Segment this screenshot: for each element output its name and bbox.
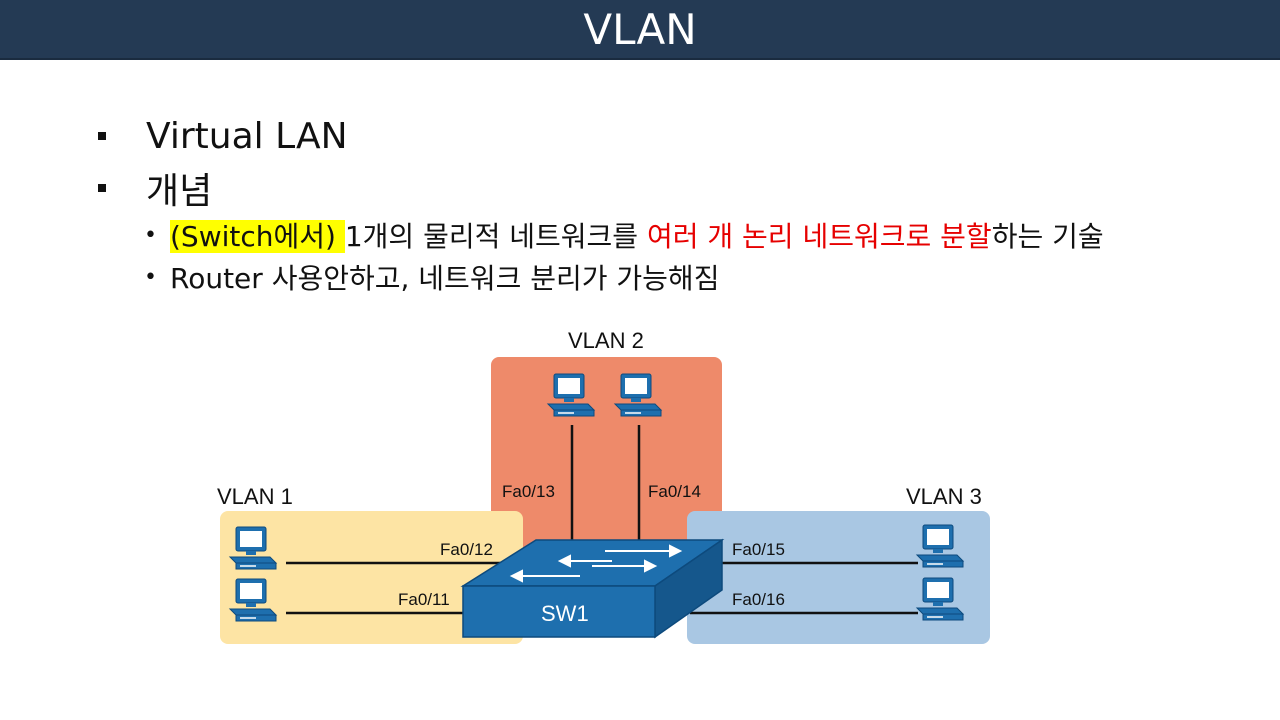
switch-sw1 bbox=[460, 538, 725, 639]
square-bullet-icon bbox=[98, 184, 106, 192]
plain-text: 하는 기술 bbox=[991, 220, 1104, 253]
port-label: Fa0/16 bbox=[732, 590, 785, 609]
sub-bullet-text: (Switch에서) 1개의 물리적 네트워크를 여러 개 논리 네트워크로 분… bbox=[170, 215, 1104, 255]
dot-bullet-icon: • bbox=[144, 264, 157, 290]
title-bar: VLAN bbox=[0, 0, 1280, 60]
vlan3-area bbox=[687, 511, 990, 644]
highlighted-text: (Switch에서) bbox=[170, 220, 345, 253]
port-label: Fa0/12 bbox=[440, 540, 493, 559]
bullet-text: 개념 bbox=[146, 171, 213, 212]
red-emphasis-text: 여러 개 논리 네트워크로 분할 bbox=[646, 220, 992, 253]
dot-bullet-icon: • bbox=[144, 222, 157, 248]
sub-bullet-text: Router 사용안하고, 네트워크 분리가 가능해짐 bbox=[170, 262, 720, 295]
page-title: VLAN bbox=[583, 4, 697, 54]
port-label: Fa0/14 bbox=[648, 482, 701, 501]
vlan2-area bbox=[491, 357, 722, 572]
bullet-text: Virtual LAN bbox=[146, 115, 348, 157]
switch-arrows-icon bbox=[509, 544, 683, 583]
port-label: Fa0/11 bbox=[398, 590, 450, 609]
port-label: Fa0/15 bbox=[732, 540, 785, 559]
switch-label: SW1 bbox=[541, 601, 589, 626]
square-bullet-icon bbox=[98, 132, 106, 140]
port-label: Fa0/13 bbox=[502, 482, 555, 501]
plain-text: 1개의 물리적 네트워크를 bbox=[344, 220, 647, 253]
vlan1-label: VLAN 1 bbox=[217, 484, 293, 509]
vlan3-label: VLAN 3 bbox=[906, 484, 982, 509]
vlan1-area bbox=[220, 511, 523, 644]
vlan2-label: VLAN 2 bbox=[568, 328, 644, 353]
